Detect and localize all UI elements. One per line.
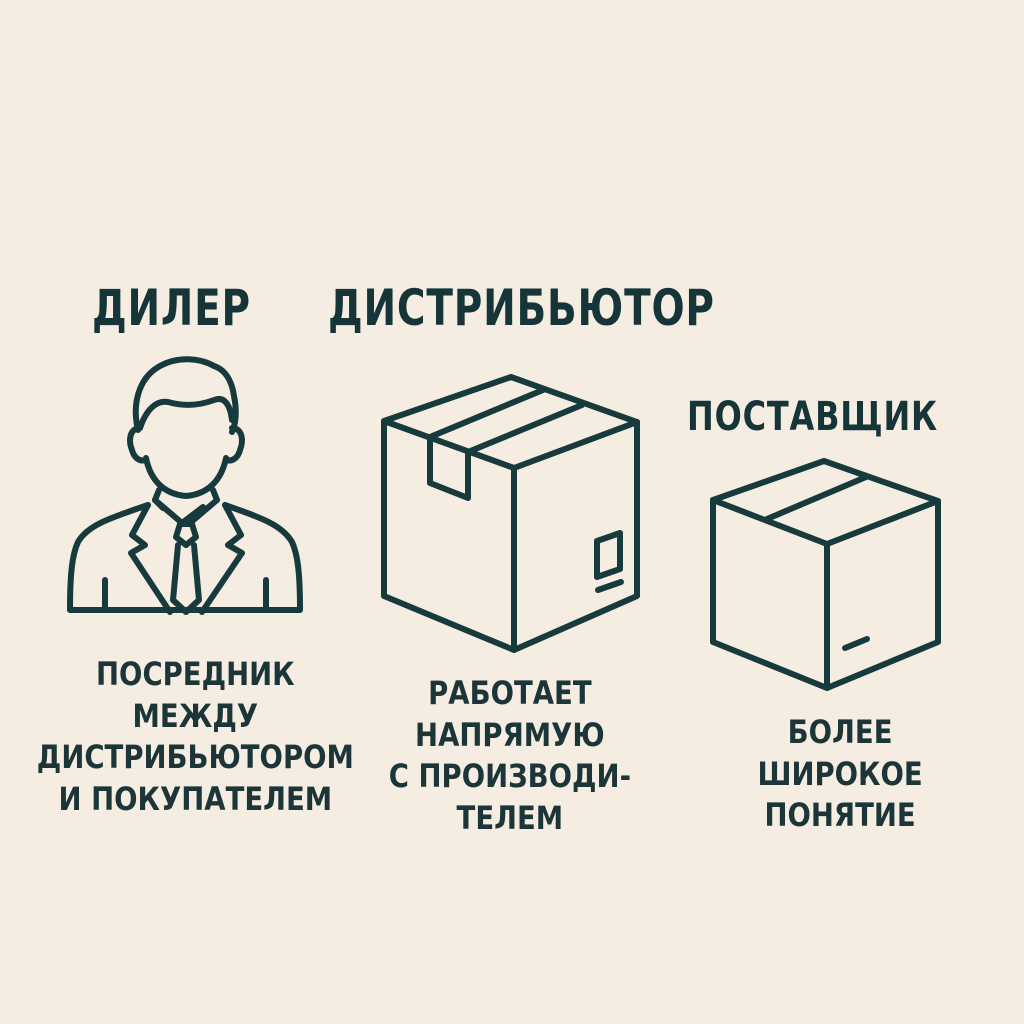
supplier-description-line: БОЛЕЕ (787, 713, 893, 751)
distributor-description-line: ТЕЛЕМ (456, 798, 564, 837)
dealer-description: ПОСРЕДНИК МЕЖДУ ДИСТРИБЬЮТОРОМ И ПОКУПАТ… (0, 654, 390, 820)
supplier-description: БОЛЕЕ ШИРОКОЕ ПОНЯТИЕ (700, 712, 980, 837)
distributor-title: ДИСТРИБЬЮТОР (328, 279, 715, 337)
distributor-description-line: НАПРЯМУЮ (415, 715, 605, 754)
cardboard-box-icon (710, 458, 941, 691)
supplier-title: ПОСТАВЩИК (687, 394, 939, 440)
supplier-description-line: ПОНЯТИЕ (764, 796, 916, 834)
distributor-description: РАБОТАЕТ НАПРЯМУЮ С ПРОИЗВОДИ- ТЕЛЕМ (345, 673, 675, 839)
dealer-description-line: ПОСРЕДНИК (95, 655, 295, 693)
dealer-description-line: МЕЖДУ (132, 696, 258, 735)
distributor-description-line: РАБОТАЕТ (428, 674, 592, 712)
businessman-icon (67, 356, 303, 615)
dealer-description-line: И ПОКУПАТЕЛЕМ (58, 779, 332, 818)
dealer-title: ДИЛЕР (92, 279, 251, 337)
supplier-description-line: ШИРОКОЕ (757, 754, 923, 793)
cardboard-box-taped-icon (381, 374, 640, 653)
distributor-description-line: С ПРОИЗВОДИ- (388, 757, 632, 795)
dealer-description-line: ДИСТРИБЬЮТОРОМ (36, 738, 354, 776)
